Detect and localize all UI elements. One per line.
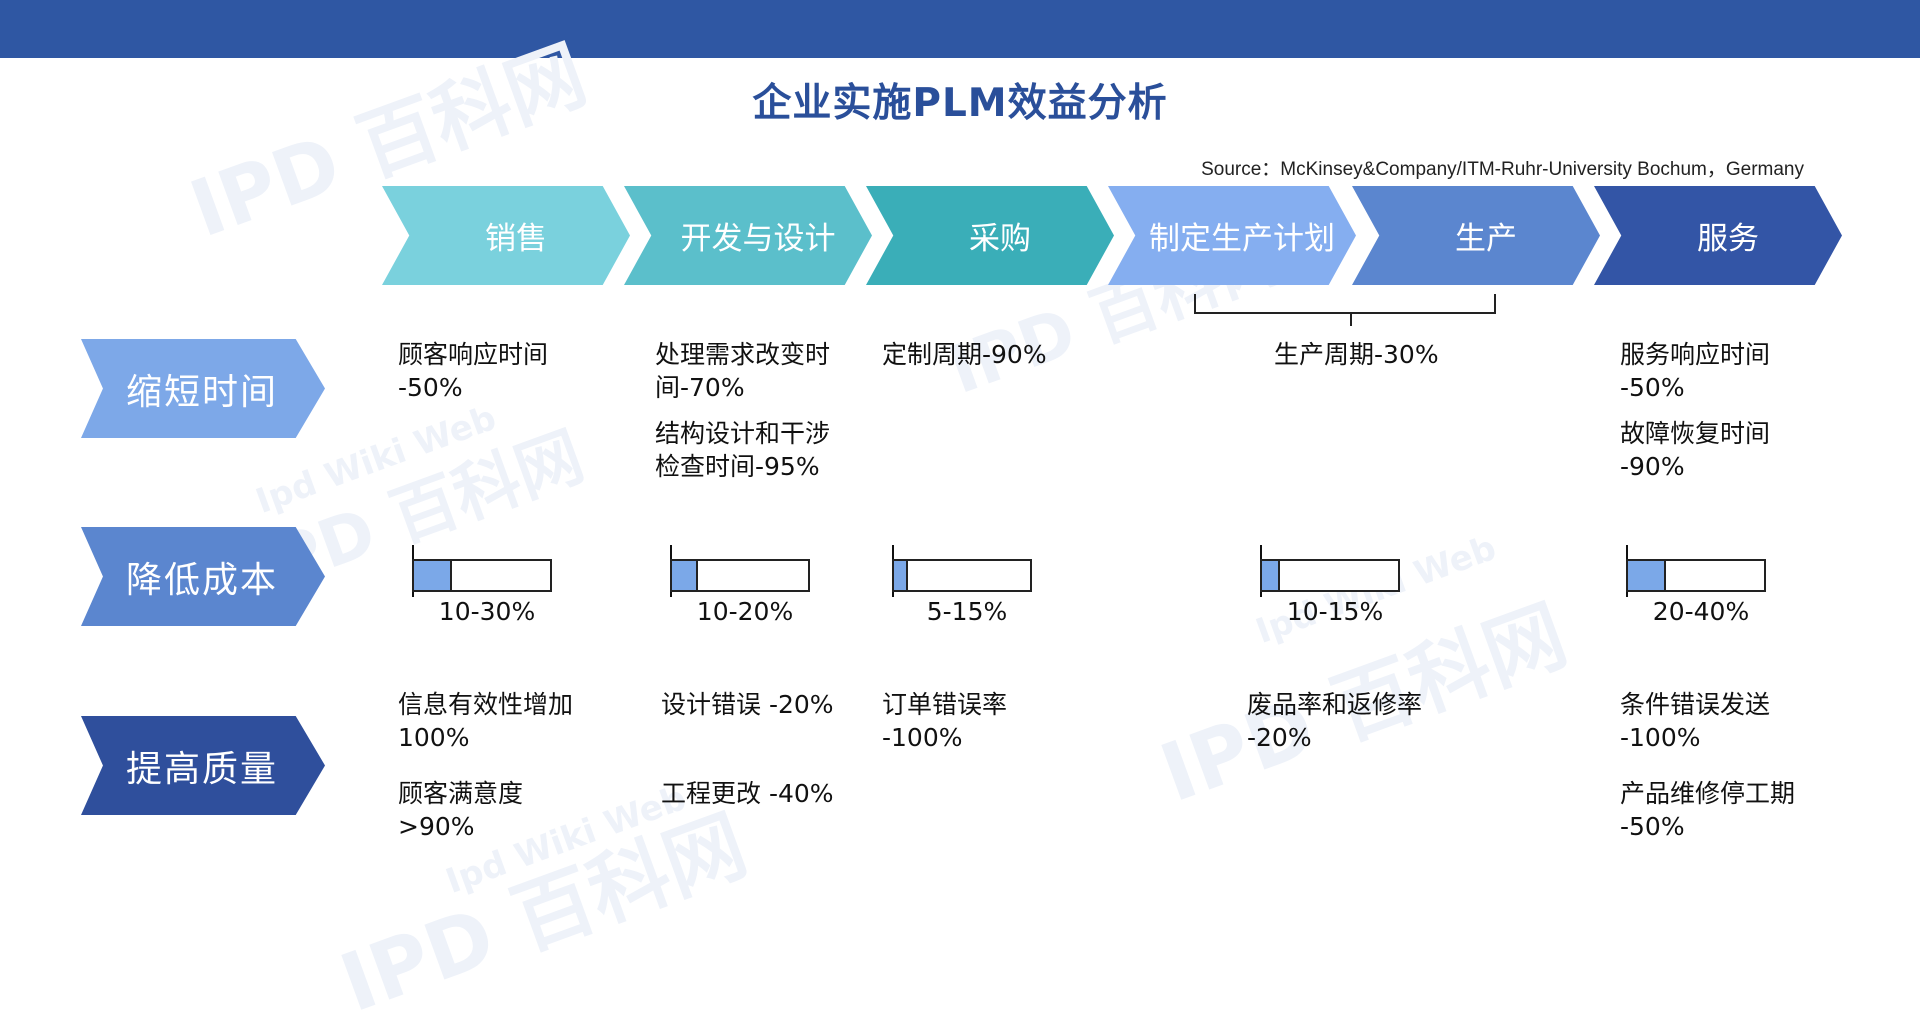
quality-service-2: 产品维修停工期-50% bbox=[1620, 779, 1796, 841]
quality-production: 废品率和返修率-20% bbox=[1247, 690, 1423, 752]
cost-fill bbox=[672, 561, 698, 590]
category-improve-quality: 提高质量 bbox=[81, 716, 325, 815]
cost-label: 20-40% bbox=[1652, 597, 1750, 626]
cost-fill bbox=[414, 561, 453, 590]
stage-label: 生产 bbox=[1455, 221, 1517, 257]
stage-label: 采购 bbox=[969, 221, 1031, 257]
cost-bar-dev: 10-20% bbox=[670, 545, 820, 626]
time-dev-1: 处理需求改变时间-70% bbox=[655, 340, 831, 402]
category-label: 降低成本 bbox=[126, 559, 279, 601]
category-label: 提高质量 bbox=[126, 748, 279, 790]
quality-dev-2: 工程更改 -40% bbox=[661, 779, 834, 808]
stage-dev-design: 开发与设计 bbox=[624, 186, 872, 285]
stage-sales: 销售 bbox=[382, 186, 630, 285]
cost-fill bbox=[1628, 561, 1667, 590]
stage-production: 生产 bbox=[1352, 186, 1600, 285]
stage-production-planning: 制定生产计划 bbox=[1108, 186, 1356, 285]
stage-label: 服务 bbox=[1697, 221, 1759, 257]
stage-service: 服务 bbox=[1594, 186, 1842, 285]
time-service-2: 故障恢复时间-90% bbox=[1620, 419, 1771, 481]
cost-fill bbox=[894, 561, 908, 590]
time-service-1: 服务响应时间-50% bbox=[1620, 340, 1771, 402]
category-reduce-cost: 降低成本 bbox=[81, 527, 325, 626]
watermark: IPD 百科网 bbox=[329, 798, 759, 1031]
cost-label: 10-20% bbox=[696, 597, 794, 626]
cost-bar-sales: 10-30% bbox=[412, 545, 562, 626]
quality-dev-1: 设计错误 -20% bbox=[661, 690, 834, 719]
top-banner bbox=[0, 0, 1920, 58]
stage-label: 开发与设计 bbox=[680, 221, 836, 257]
cost-bar-production: 10-15% bbox=[1260, 545, 1410, 626]
source-note: Source：McKinsey&Company/ITM-Ruhr-Univers… bbox=[1201, 159, 1804, 180]
category-label: 缩短时间 bbox=[126, 371, 279, 413]
cost-label: 10-30% bbox=[438, 597, 536, 626]
time-production: 生产周期-30% bbox=[1274, 340, 1439, 369]
stage-label: 制定生产计划 bbox=[1149, 221, 1335, 257]
production-bracket bbox=[1194, 294, 1496, 314]
time-sales: 顾客响应时间-50% bbox=[398, 340, 549, 402]
cost-label: 10-15% bbox=[1286, 597, 1384, 626]
stage-label: 销售 bbox=[485, 221, 547, 257]
category-shorten-time: 缩短时间 bbox=[81, 339, 325, 438]
stage-purchase: 采购 bbox=[866, 186, 1114, 285]
time-dev-2: 结构设计和干涉检查时间-95% bbox=[655, 419, 831, 481]
cost-fill bbox=[1262, 561, 1280, 590]
page-title: 企业实施PLM效益分析 bbox=[752, 81, 1168, 126]
production-bracket-stem bbox=[1350, 312, 1352, 326]
cost-label: 5-15% bbox=[926, 597, 1008, 626]
quality-purchase: 订单错误率-100% bbox=[882, 690, 1008, 752]
time-purchase: 定制周期-90% bbox=[882, 340, 1047, 369]
quality-sales-2: 顾客满意度>90% bbox=[398, 779, 524, 841]
quality-service-1: 条件错误发送-100% bbox=[1620, 690, 1771, 752]
cost-bar-service: 20-40% bbox=[1626, 545, 1776, 626]
cost-bar-purchase: 5-15% bbox=[892, 545, 1042, 626]
